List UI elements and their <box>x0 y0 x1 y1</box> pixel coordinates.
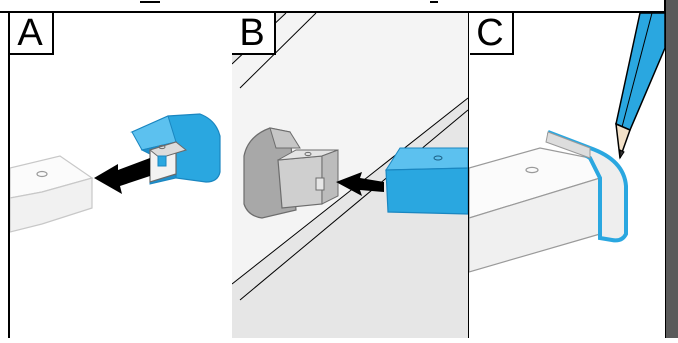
right-edge-bar <box>666 0 678 338</box>
arrow-left-b <box>336 172 384 196</box>
panel-label-c: C <box>470 13 514 55</box>
pencil-icon <box>615 13 665 160</box>
tube-a <box>10 155 94 233</box>
marked-end-cap-c <box>545 130 628 243</box>
grey-end-cap-b <box>243 127 339 219</box>
panel-label-a: A <box>10 13 54 55</box>
panel-c <box>469 13 665 338</box>
arrow-left-a <box>94 158 150 194</box>
panel-label-b: B <box>232 13 276 55</box>
blue-end-cap-a <box>130 113 221 185</box>
panel-b <box>232 13 468 338</box>
blue-end-cap-b <box>385 147 468 215</box>
panel-a <box>10 13 232 338</box>
